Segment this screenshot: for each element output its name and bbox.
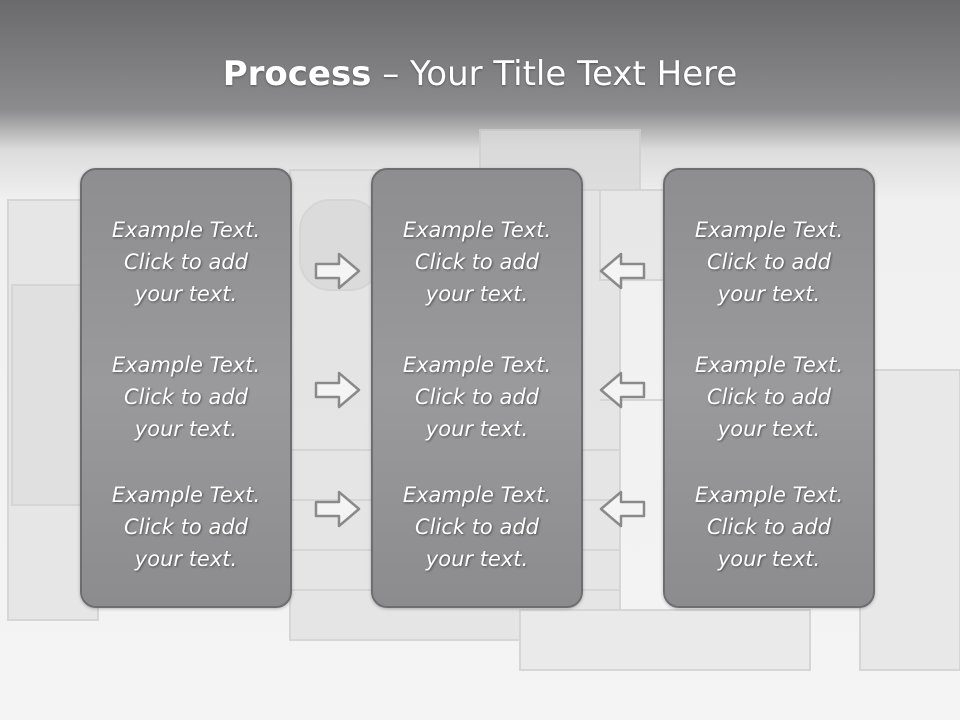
text-line: Example Text. [111,218,261,242]
left-arrow-icon[interactable] [598,370,646,410]
right-arrow-icon[interactable] [314,251,362,291]
left-text-box-2[interactable]: Example Text. Click to add your text. [82,349,290,445]
text-line: your text. [425,547,529,571]
middle-text-box-3[interactable]: Example Text. Click to add your text. [373,479,581,575]
text-line: Click to add [123,250,248,274]
text-line: your text. [717,547,821,571]
right-arrow-icon[interactable] [314,489,362,529]
right-text-box-1[interactable]: Example Text. Click to add your text. [665,214,873,310]
text-line: Example Text. [402,483,552,507]
text-line: your text. [717,282,821,306]
right-text-box-2[interactable]: Example Text. Click to add your text. [665,349,873,445]
text-line: Example Text. [694,483,844,507]
title-rest: – Your Title Text Here [371,54,738,94]
text-line: Click to add [123,515,248,539]
slide-title[interactable]: Process – Your Title Text Here [0,52,960,96]
text-line: your text. [717,417,821,441]
text-line: your text. [134,417,238,441]
title-bold: Process [222,54,372,94]
right-text-box-3[interactable]: Example Text. Click to add your text. [665,479,873,575]
left-text-box-1[interactable]: Example Text. Click to add your text. [82,214,290,310]
text-line: your text. [425,282,529,306]
text-line: Click to add [414,515,539,539]
text-line: your text. [425,417,529,441]
text-line: Example Text. [402,218,552,242]
left-arrow-icon[interactable] [598,489,646,529]
text-line: Click to add [123,385,248,409]
left-arrow-icon[interactable] [598,251,646,291]
left-panel: Example Text. Click to add your text. Ex… [80,168,292,608]
text-line: Click to add [706,515,831,539]
left-text-box-3[interactable]: Example Text. Click to add your text. [82,479,290,575]
text-line: Example Text. [111,483,261,507]
text-line: Click to add [414,250,539,274]
text-line: Click to add [706,250,831,274]
text-line: Example Text. [694,218,844,242]
text-line: Click to add [706,385,831,409]
middle-panel: Example Text. Click to add your text. Ex… [371,168,583,608]
right-panel: Example Text. Click to add your text. Ex… [663,168,875,608]
text-line: your text. [134,282,238,306]
middle-text-box-2[interactable]: Example Text. Click to add your text. [373,349,581,445]
text-line: Click to add [414,385,539,409]
text-line: your text. [134,547,238,571]
text-line: Example Text. [111,353,261,377]
right-arrow-icon[interactable] [314,370,362,410]
middle-text-box-1[interactable]: Example Text. Click to add your text. [373,214,581,310]
text-line: Example Text. [402,353,552,377]
text-line: Example Text. [694,353,844,377]
